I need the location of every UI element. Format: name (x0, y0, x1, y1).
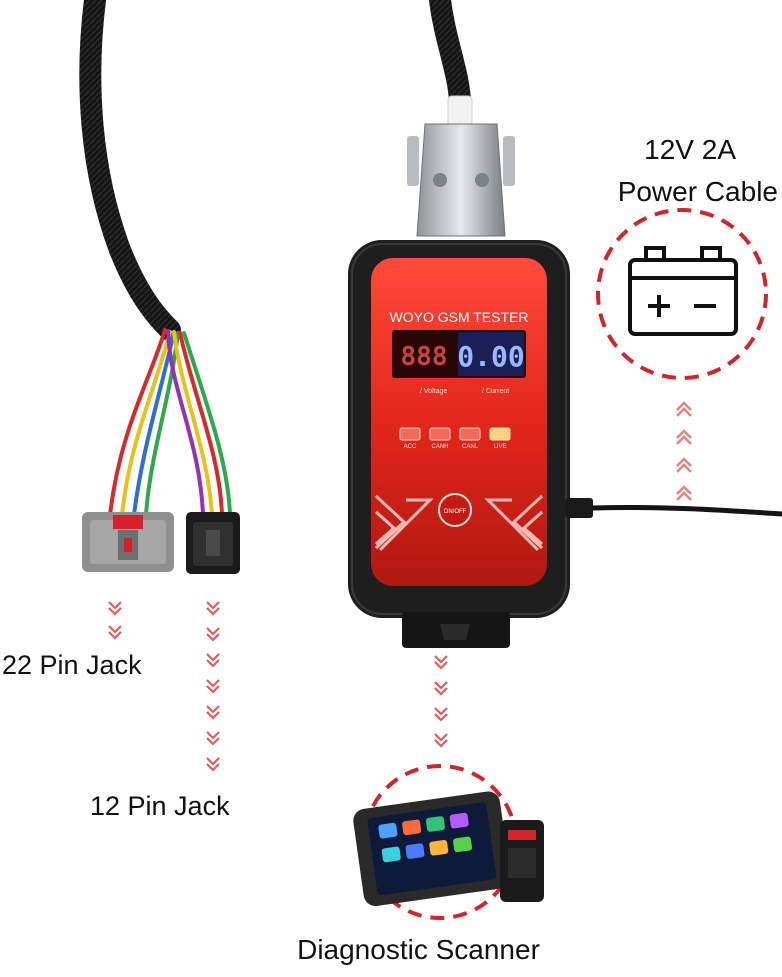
display-right: 0.00 (457, 340, 524, 373)
display-left: 888 (401, 342, 448, 372)
22-pin-connector (82, 512, 174, 572)
indicator-canl: CANL (462, 444, 479, 450)
label-diagnostic-scanner: Diagnostic Scanner (297, 934, 540, 965)
battery-icon (596, 208, 768, 380)
arrows-12-pin (205, 600, 221, 772)
arrows-scanner (433, 654, 449, 748)
device-title: WOYO GSM TESTER (390, 309, 529, 325)
indicator-acc: ACC (404, 444, 417, 450)
indicator-live: LIVE (493, 444, 506, 450)
12-pin-connector (186, 512, 240, 574)
label-power-spec: 12V 2A (644, 134, 736, 165)
arrows-power (675, 401, 693, 502)
indicator-canh: CANH (431, 444, 448, 450)
label-12-pin-jack: 12 Pin Jack (90, 791, 230, 821)
voltage-label: / Voltage (420, 388, 447, 395)
braided-cable-left (79, 0, 181, 341)
diagnostic-scanner-image (353, 764, 544, 920)
arrows-22-pin (107, 600, 123, 640)
label-power-cable: Power Cable (617, 176, 778, 207)
label-22-pin-jack: 22 Pin Jack (2, 650, 142, 680)
braided-cable-top (429, 0, 471, 111)
colored-wires (108, 328, 232, 517)
db-connector (407, 123, 515, 237)
on-off-button-label: ON/OFF (444, 509, 467, 515)
current-label: / Current (482, 388, 509, 395)
gsm-tester-device (348, 240, 782, 648)
